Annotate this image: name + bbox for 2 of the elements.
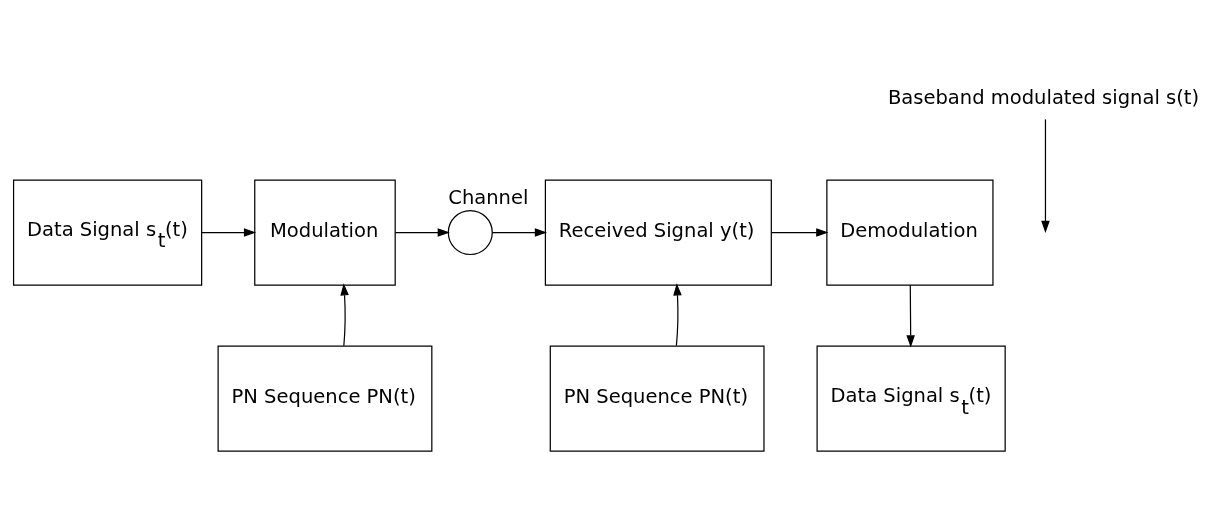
node-label: Channel <box>448 186 529 210</box>
node-text: Baseband modulated signal s(t) <box>887 86 1200 110</box>
